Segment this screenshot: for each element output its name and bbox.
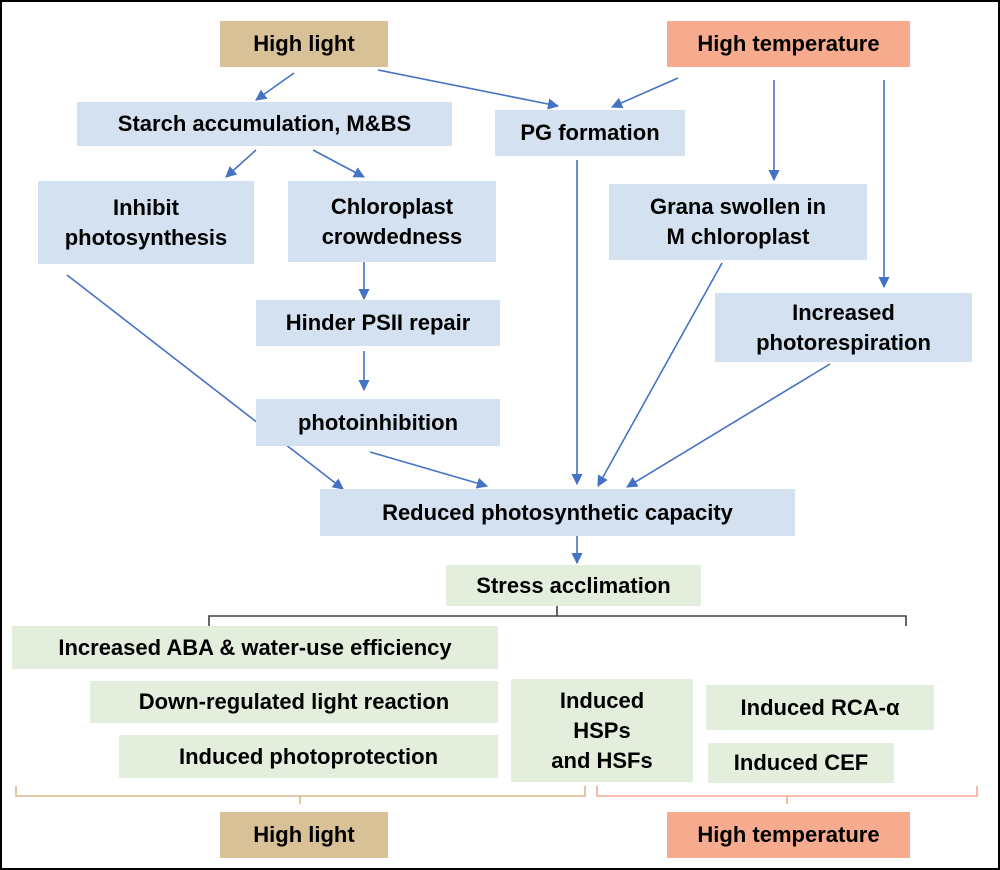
grana-swollen-node: Grana swollen in M chloroplast — [609, 184, 867, 260]
pg-formation-node: PG formation — [495, 110, 685, 156]
induced-cef-node: Induced CEF — [708, 743, 894, 783]
down-regulated-light-reaction-node: Down-regulated light reaction — [90, 681, 498, 723]
chloroplast-crowdedness-node: Chloroplast crowdedness — [288, 181, 496, 262]
induced-hsps-hsfs-node: Induced HSPs and HSFs — [511, 679, 693, 782]
high-light-label-top: High light — [220, 21, 388, 67]
stress-acclimation-node: Stress acclimation — [446, 565, 701, 606]
high-temperature-label-bottom: High temperature — [667, 812, 910, 858]
high-temperature-label-top: High temperature — [667, 21, 910, 67]
hinder-psii-repair-node: Hinder PSII repair — [256, 300, 500, 346]
photoinhibition-node: photoinhibition — [256, 399, 500, 446]
starch-accumulation-node: Starch accumulation, M&BS — [77, 102, 452, 146]
inhibit-photosynthesis-node: Inhibit photosynthesis — [38, 181, 254, 264]
induced-photoprotection-node: Induced photoprotection — [119, 735, 498, 778]
induced-rca-alpha-node: Induced RCA-α — [706, 685, 934, 730]
reduced-photosynthetic-capacity-node: Reduced photosynthetic capacity — [320, 489, 795, 536]
increased-photorespiration-node: Increased photorespiration — [715, 293, 972, 362]
high-light-label-bottom: High light — [220, 812, 388, 858]
increased-aba-node: Increased ABA & water-use efficiency — [12, 626, 498, 669]
